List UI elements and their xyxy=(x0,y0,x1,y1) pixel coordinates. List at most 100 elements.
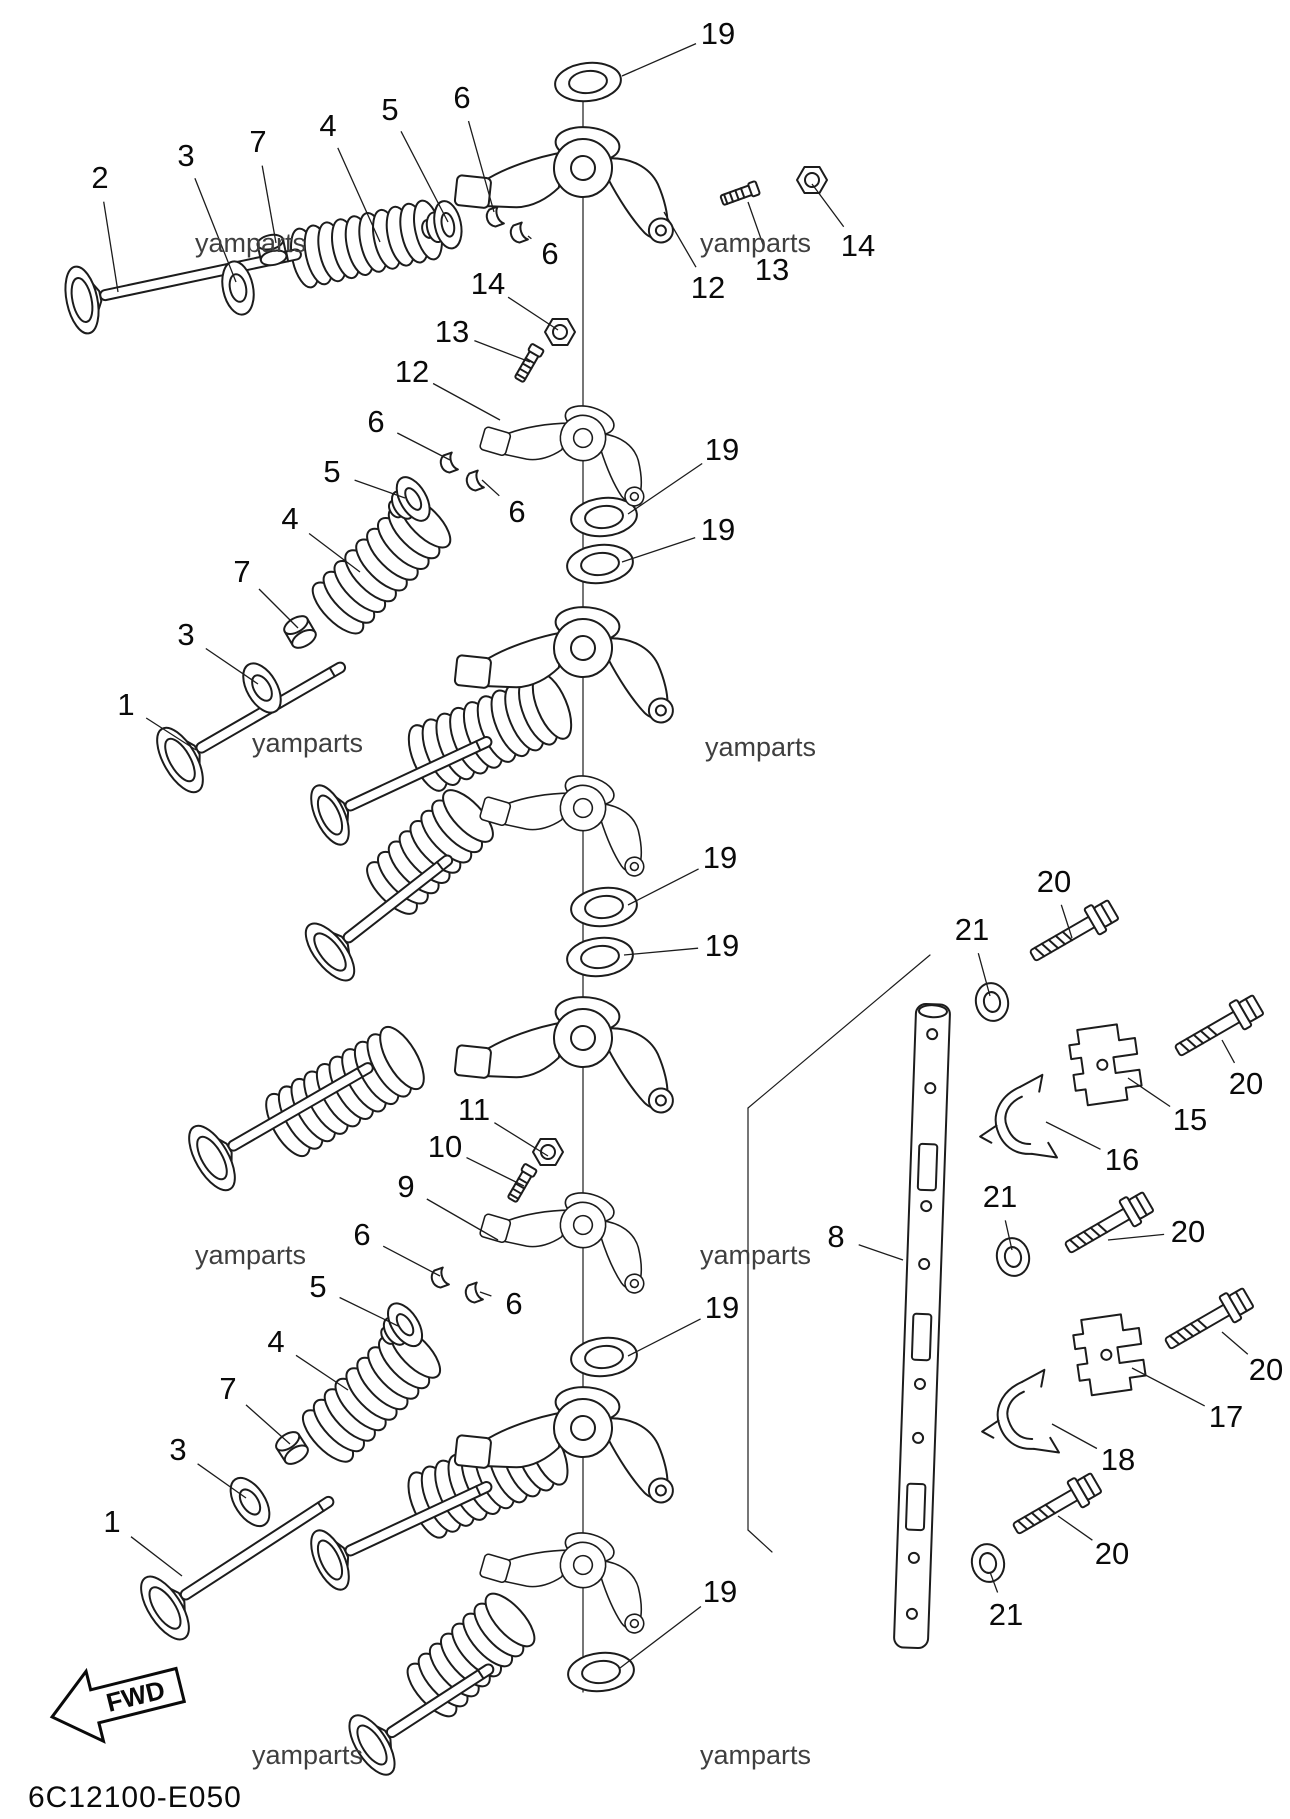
watermark-text: yamparts xyxy=(195,228,306,258)
part-callout-20: 20 xyxy=(1249,1352,1283,1387)
valve-spring xyxy=(301,1325,442,1463)
part-callout-19: 19 xyxy=(705,928,739,963)
leader-line xyxy=(527,235,532,240)
nut-part14 xyxy=(544,318,576,346)
leader-line xyxy=(466,1157,525,1187)
leader-line xyxy=(1004,1220,1013,1251)
part-callout-3: 3 xyxy=(169,1432,186,1467)
leader-line xyxy=(194,178,237,283)
part-callout-3: 3 xyxy=(177,617,194,652)
bracket-part15 xyxy=(1066,1021,1145,1108)
valve-spring xyxy=(366,789,494,915)
part-callout-6: 6 xyxy=(505,1286,522,1321)
leader-line xyxy=(481,479,500,497)
watermark-text: yamparts xyxy=(700,228,811,258)
leader-line xyxy=(432,382,501,421)
watermark-text: yamparts xyxy=(252,728,363,758)
watermark-text: yamparts xyxy=(700,1240,811,1270)
leader-line xyxy=(494,1122,549,1157)
part-callout-4: 4 xyxy=(267,1324,284,1359)
leader-line xyxy=(507,296,559,331)
rocker-arm-small xyxy=(475,1166,665,1296)
part-callout-6: 6 xyxy=(453,80,470,115)
clip-part18 xyxy=(972,1368,1060,1467)
part-callout-19: 19 xyxy=(705,1290,739,1325)
part-callout-7: 7 xyxy=(249,124,266,159)
leader-line xyxy=(103,201,119,293)
leader-line xyxy=(337,147,381,243)
valve-spring xyxy=(290,199,443,289)
leader-line xyxy=(308,532,361,573)
leader-line xyxy=(474,339,531,363)
part-callout-6: 6 xyxy=(541,236,558,271)
leader-line xyxy=(426,1198,499,1241)
watermark-text: yamparts xyxy=(252,1740,363,1770)
part-callout-18: 18 xyxy=(1101,1442,1135,1477)
leader-line xyxy=(197,1463,247,1499)
leader-line xyxy=(258,588,299,629)
leader-line xyxy=(245,1404,291,1445)
watermark-layer: yamparts yamparts yamparts yamparts yamparts… xyxy=(195,228,816,1770)
leader-line xyxy=(621,536,696,563)
part-callout-10: 10 xyxy=(428,1129,462,1164)
rocker-arm-small xyxy=(475,379,665,509)
shim-part19 xyxy=(552,58,624,106)
washer-part21 xyxy=(967,1540,1009,1586)
leader-line xyxy=(261,165,277,244)
cotter-part6 xyxy=(483,205,505,230)
part-callout-14: 14 xyxy=(841,228,875,263)
part-callout-11: 11 xyxy=(458,1092,490,1127)
part-callout-12: 12 xyxy=(691,270,725,305)
leader-line xyxy=(1057,1515,1093,1541)
leader-line xyxy=(339,1296,399,1327)
part-callout-1: 1 xyxy=(117,687,134,722)
washer-part21 xyxy=(971,979,1013,1025)
part-callout-8: 8 xyxy=(827,1219,844,1254)
valve-spring xyxy=(407,672,573,792)
leader-line xyxy=(619,1605,702,1669)
leader-line xyxy=(145,717,197,751)
bolt-part20 xyxy=(1159,1283,1257,1358)
valve-spring xyxy=(311,495,452,635)
valve xyxy=(140,1495,335,1641)
part-callout-17: 17 xyxy=(1209,1399,1243,1434)
valve-spring xyxy=(265,1025,425,1158)
leader-line xyxy=(811,183,845,228)
screw-part13 xyxy=(718,179,762,209)
leader-line xyxy=(400,131,449,223)
cotter-part6 xyxy=(428,1266,450,1291)
part-callout-20: 20 xyxy=(1171,1214,1205,1249)
leader-line xyxy=(1221,1039,1236,1064)
part-callout-5: 5 xyxy=(381,92,398,127)
leader-line xyxy=(205,647,259,685)
leader-line xyxy=(382,1245,441,1277)
part-callout-19: 19 xyxy=(701,16,735,51)
valve xyxy=(310,1481,493,1591)
part-callout-9: 9 xyxy=(397,1169,414,1204)
part-callout-2: 2 xyxy=(91,160,108,195)
part-callout-4: 4 xyxy=(319,108,336,143)
washer-part3 xyxy=(234,656,290,720)
leader-line xyxy=(623,947,699,956)
leader-line xyxy=(397,432,451,461)
watermark-text: yamparts xyxy=(195,1240,306,1270)
rocker-arm-small xyxy=(475,749,665,879)
part-callout-19: 19 xyxy=(701,512,735,547)
shim-part19 xyxy=(564,933,636,981)
watermark-text: yamparts xyxy=(705,732,816,762)
leader-line xyxy=(858,1244,904,1261)
shim-part19 xyxy=(568,1333,640,1381)
washer-part21 xyxy=(992,1234,1034,1280)
clip-part16 xyxy=(970,1073,1058,1172)
leader-line xyxy=(1060,904,1073,939)
leader-line xyxy=(977,953,991,997)
valve xyxy=(310,736,493,846)
watermark-text: yamparts xyxy=(700,1740,811,1770)
part-callout-7: 7 xyxy=(219,1371,236,1406)
screw-part13 xyxy=(511,342,546,385)
cotter-part6 xyxy=(463,469,485,494)
part-callout-5: 5 xyxy=(323,454,340,489)
bolt-part20 xyxy=(1024,895,1122,970)
shim-part19 xyxy=(565,1648,637,1696)
